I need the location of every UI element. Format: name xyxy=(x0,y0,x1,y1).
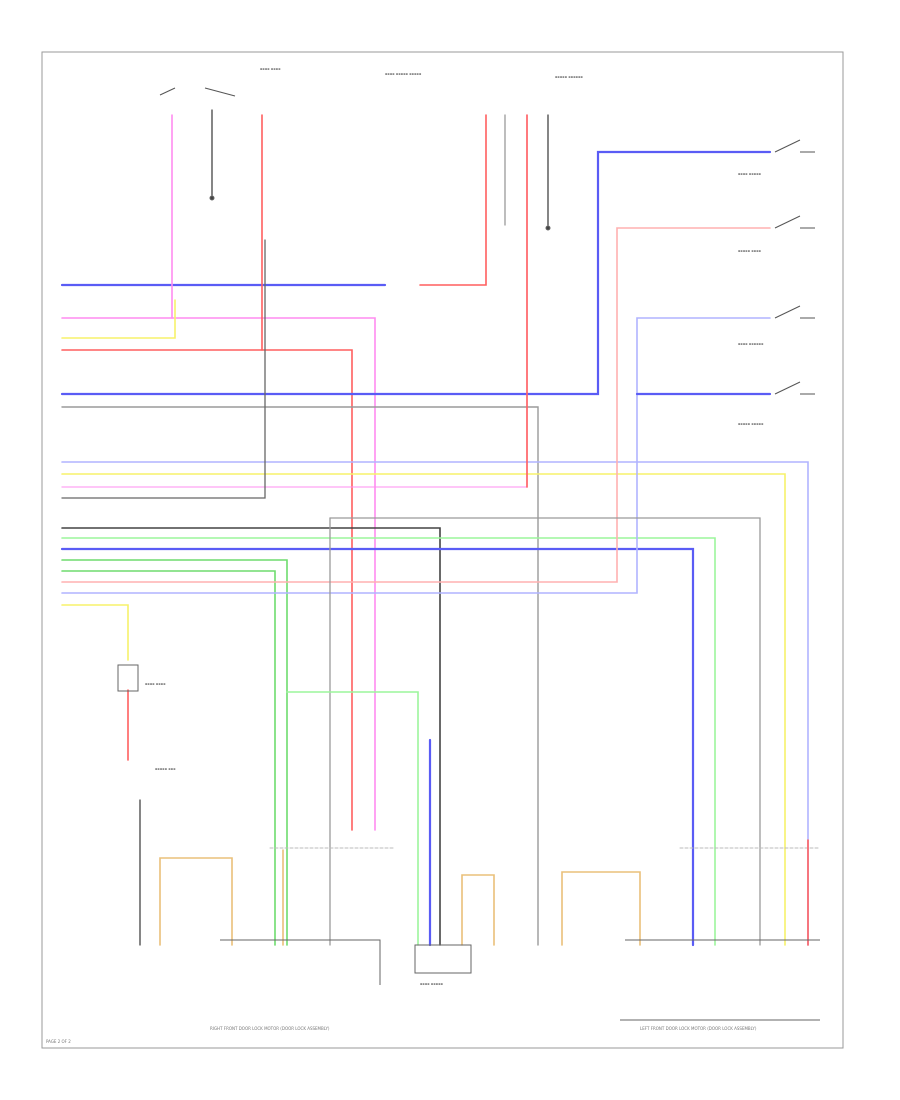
wire-lightblue-long xyxy=(61,461,809,946)
horizontal-wires xyxy=(60,114,809,947)
footer-left-front-door: LEFT FRONT DOOR LOCK MOTOR (DOOR LOCK AS… xyxy=(640,1026,757,1031)
relay-box xyxy=(117,664,139,692)
wire-yellow-long xyxy=(61,473,786,946)
label-block-2: ▪▪▪▪ ▪▪▪▪▪ ▪▪▪▪▪ xyxy=(385,72,422,76)
page-number: PAGE 2 OF 2 xyxy=(46,1039,71,1044)
wire-yellow-low xyxy=(61,604,129,661)
wire-green-h1 xyxy=(61,559,288,946)
label-block-9: ▪▪▪▪▪ ▪▪▪ xyxy=(155,767,176,771)
components xyxy=(117,195,820,1021)
wire-pink-long xyxy=(61,114,528,488)
wire-blue-h xyxy=(60,547,695,947)
wire-gray-long xyxy=(61,239,266,499)
wire-pink-h xyxy=(61,317,376,831)
wire-red-h xyxy=(61,349,353,831)
label-block-8: ▪▪▪▪ ▪▪▪▪ xyxy=(145,682,166,686)
footer-right-front-door: RIGHT FRONT DOOR LOCK MOTOR (DOOR LOCK A… xyxy=(210,1026,330,1031)
wire-tan-cloop xyxy=(461,874,495,946)
label-block-4: ▪▪▪▪ ▪▪▪▪▪ xyxy=(738,172,762,176)
door-switches xyxy=(159,87,815,395)
label-block-6: ▪▪▪▪ ▪▪▪▪▪▪ xyxy=(738,342,764,346)
center-module xyxy=(414,944,472,974)
wire-red-right xyxy=(61,227,771,583)
small-labels: ▪▪▪▪ ▪▪▪▪ ▪▪▪▪ ▪▪▪▪▪ ▪▪▪▪▪ ▪▪▪▪▪ ▪▪▪▪▪▪ … xyxy=(145,67,764,986)
wire-lightblue-right xyxy=(61,317,771,594)
label-block-3: ▪▪▪▪▪ ▪▪▪▪▪▪ xyxy=(555,75,583,79)
wire-lightgreen-h xyxy=(61,537,716,946)
wire-gray-right xyxy=(329,517,761,946)
ground-center xyxy=(545,225,551,231)
wire-tan-lloop xyxy=(561,871,641,946)
wire-blue-mid xyxy=(60,150,772,396)
switch-2 xyxy=(774,215,815,229)
label-block-10: ▪▪▪▪ ▪▪▪▪▪ xyxy=(420,982,444,986)
switch-4 xyxy=(774,381,815,395)
label-block-1: ▪▪▪▪ ▪▪▪▪ xyxy=(260,67,281,71)
switch-1 xyxy=(774,139,815,153)
wire-tan-rloop xyxy=(159,857,233,946)
right-door-lock-assembly xyxy=(220,939,381,985)
label-block-5: ▪▪▪▪▪ ▪▪▪▪ xyxy=(738,249,762,253)
diagram-frame xyxy=(41,51,844,1049)
label-block-7: ▪▪▪▪▪ ▪▪▪▪▪ xyxy=(738,422,764,426)
vertical-wires xyxy=(127,109,819,947)
wire-yellow-h xyxy=(61,299,176,339)
wire-gray-mid xyxy=(61,406,539,946)
wire-red-center xyxy=(419,114,487,286)
ground-top xyxy=(209,195,215,201)
wire-green-door xyxy=(286,691,419,946)
wire-black-h xyxy=(61,527,441,946)
wire-green-h2 xyxy=(61,570,276,946)
switch-3 xyxy=(774,305,815,319)
switch-top-left xyxy=(159,87,236,97)
